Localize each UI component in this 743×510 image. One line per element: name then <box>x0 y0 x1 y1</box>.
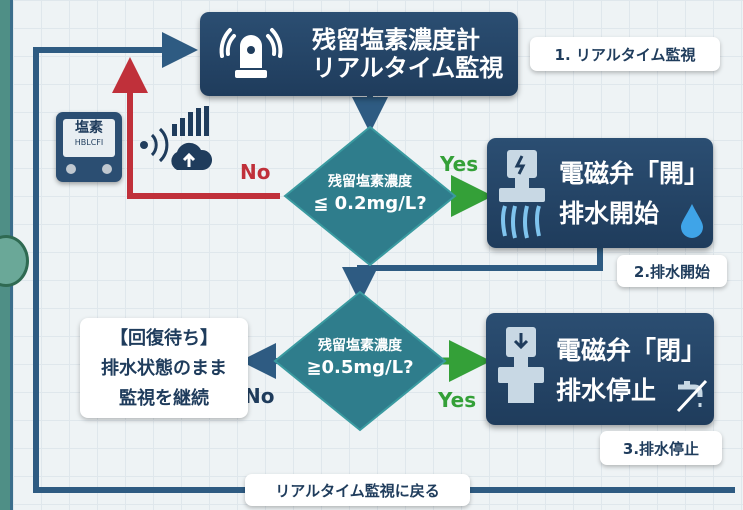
decision2-yes-label: Yes <box>438 388 477 412</box>
wait-line1: 【回復待ち】 <box>110 328 218 349</box>
valve-close-line2: 排水停止 <box>556 376 657 405</box>
step2-label: 2.排水開始 <box>617 255 727 287</box>
solenoid-valve-icon <box>499 150 545 239</box>
decision1-diamond <box>283 125 457 267</box>
chlorine-meter: 塩素 HBLCFI <box>56 112 122 182</box>
decision1-line2: ≦ 0.2mg/L? <box>313 193 427 214</box>
no-water-faucet-icon <box>676 379 708 413</box>
decision1-yes-label: Yes <box>440 152 479 176</box>
valve-close-line1: 電磁弁「閉」 <box>556 336 707 365</box>
data-chart-icon <box>172 106 209 136</box>
valve-close-box: 電磁弁「閉」 排水停止 <box>486 313 714 425</box>
monitor-title-line1: 残留塩素濃度計 <box>312 26 480 54</box>
return-to-monitor-label: リアルタイム監視に戻る <box>245 474 470 506</box>
decision1-no-label: No <box>240 160 271 184</box>
monitor-title-line2: リアルタイム監視 <box>312 54 504 82</box>
water-drop-icon <box>681 204 703 238</box>
decision2-line1: 残留塩素濃度 <box>318 338 402 354</box>
decision2-text: 残留塩素濃度 ≧0.5mg/L? <box>286 336 434 380</box>
return-loop-line <box>33 32 245 493</box>
step3-label: 3.排水停止 <box>600 431 722 465</box>
cloud-upload-icon <box>171 142 213 170</box>
wait-line2: 排水状態のまま <box>101 358 227 379</box>
decision1-line1: 残留塩素濃度 <box>328 174 412 190</box>
decision2-diamond <box>273 290 447 432</box>
decision2-line2: ≧0.5mg/L? <box>306 357 414 378</box>
meter-screen: 塩素 HBLCFI <box>63 119 115 157</box>
recovery-wait-box: 【回復待ち】 排水状態のまま 監視を継続 <box>80 318 248 418</box>
alarm-light-icon <box>219 28 283 78</box>
meter-title: 塩素 <box>75 120 103 136</box>
step1-label: 1. リアルタイム監視 <box>530 37 720 71</box>
meter-display: HBLCFI <box>74 138 104 147</box>
solenoid-valve-closed-icon <box>498 327 544 403</box>
valve-open-line1: 電磁弁「開」 <box>559 159 710 188</box>
monitor-box: 残留塩素濃度計 リアルタイム監視 <box>200 12 518 96</box>
arrow-open-to-d2 <box>342 248 603 303</box>
wait-line3: 監視を継続 <box>119 388 209 409</box>
wireless-signal-icon <box>140 127 169 163</box>
valve-open-line2: 排水開始 <box>559 199 660 228</box>
valve-open-box: 電磁弁「開」 排水開始 <box>487 138 713 248</box>
decision2-no-label: No <box>244 384 275 408</box>
decision1-text: 残留塩素濃度 ≦ 0.2mg/L? <box>296 172 444 216</box>
arrow-d1-no <box>112 57 280 199</box>
